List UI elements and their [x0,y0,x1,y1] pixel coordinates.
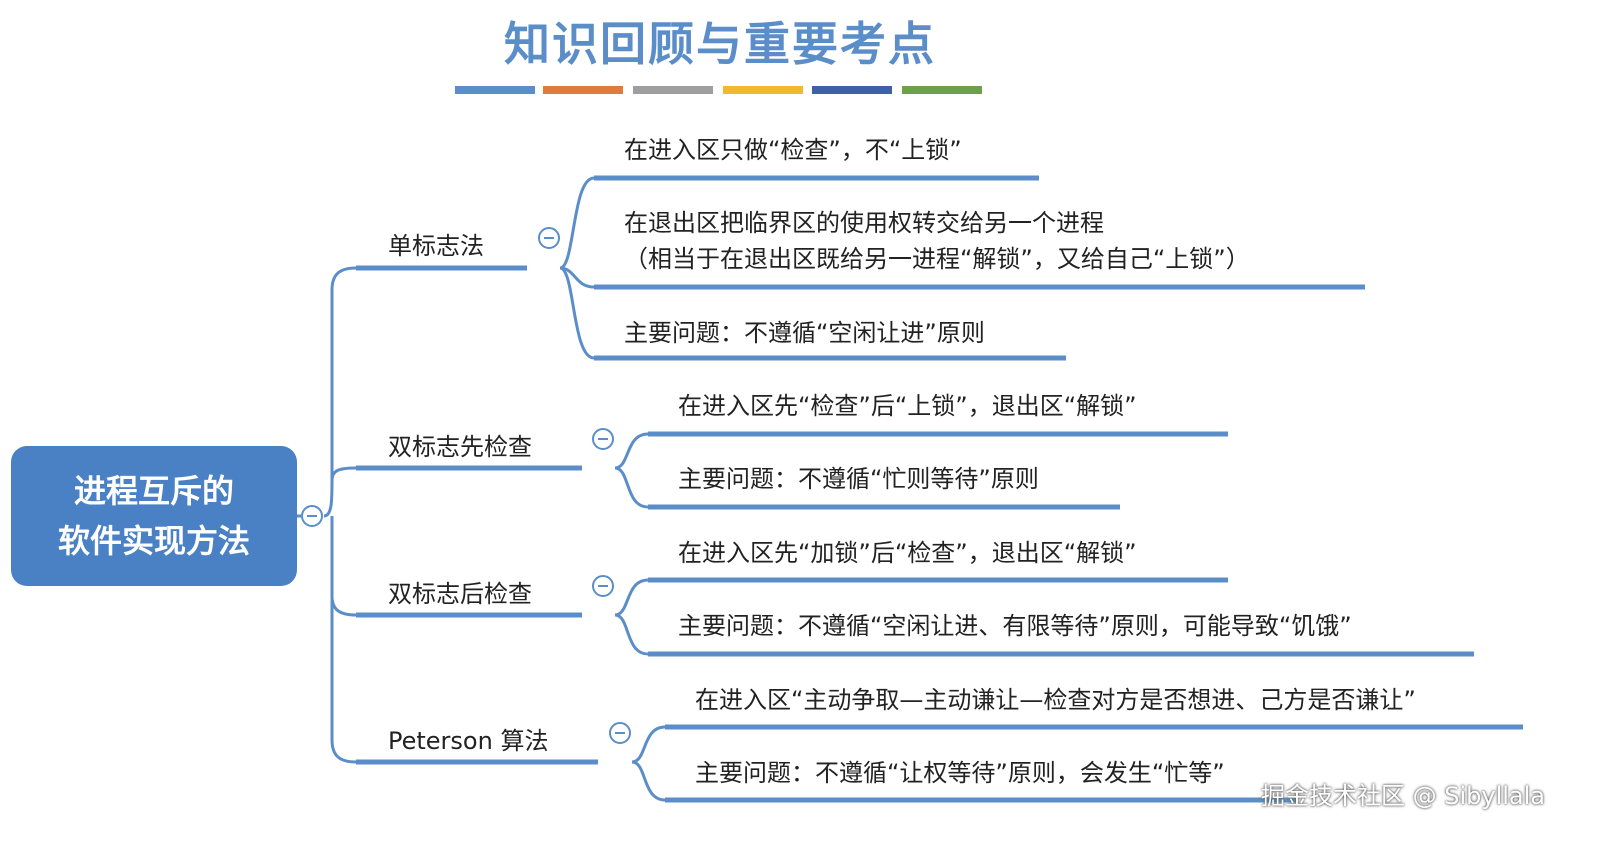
branch-single-flag[interactable]: 单标志法 [388,232,484,260]
color-bar [723,86,803,94]
page-title: 知识回顾与重要考点 [504,17,936,71]
branch-double-flag-check-first[interactable]: 双标志先检查 [388,433,532,461]
collapse-icon[interactable] [592,428,614,450]
watermark: 掘金技术社区 @ Sibyllala [1260,782,1545,810]
color-bar [633,86,713,94]
color-bar [812,86,892,94]
branch-double-flag-check-after[interactable]: 双标志后检查 [388,580,532,608]
root-label-line1: 进程互斥的 [73,472,234,510]
leaf-text: 在退出区把临界区的使用权转交给另一个进程 [624,209,1104,237]
leaf-text: 在进入区“主动争取—主动谦让—检查对方是否想进、己方是否谦让” [695,686,1416,714]
spine-to-branch-4 [330,596,357,764]
leaf-connector [631,760,666,802]
collapse-icon[interactable] [538,227,560,249]
leaf-text: 主要问题：不遵循“忙则等待”原则 [678,465,1039,493]
collapse-icon[interactable] [609,722,631,744]
collapse-icon[interactable] [592,575,614,597]
branch-peterson[interactable]: Peterson 算法 [388,727,549,755]
leaf-text: （相当于在退出区既给另一进程“解锁”，又给自己“上锁”） [624,245,1250,273]
leaf-text: 主要问题：不遵循“空闲让进、有限等待”原则，可能导致“饥饿” [678,612,1352,640]
spine-to-branch-3 [330,516,357,617]
leaf-text: 主要问题：不遵循“让权等待”原则，会发生“忙等” [695,759,1225,787]
leaf-text: 主要问题：不遵循“空闲让进”原则 [624,319,985,347]
leaf-connector [614,613,649,656]
leaf-text: 在进入区只做“检查”，不“上锁” [624,136,962,164]
leaf-connector [559,176,595,270]
spine-to-branch-1 [323,266,357,518]
leaf-connector [614,432,649,470]
root-label-line2: 软件实现方法 [57,522,250,560]
leaf-connector [559,266,595,360]
collapse-icon[interactable] [301,505,323,527]
leaf-connector [614,578,649,617]
leaf-connector [559,266,595,289]
color-bar [455,86,535,94]
spine-to-branch-2 [330,466,357,481]
leaf-text: 在进入区先“检查”后“上锁”，退出区“解锁” [678,392,1137,420]
leaf-connector [631,725,666,764]
leaf-connector [614,466,649,509]
color-bar [543,86,623,94]
leaf-text: 在进入区先“加锁”后“检查”，退出区“解锁” [678,539,1137,567]
color-bar [902,86,982,94]
root-node[interactable]: 进程互斥的 软件实现方法 [11,446,297,586]
